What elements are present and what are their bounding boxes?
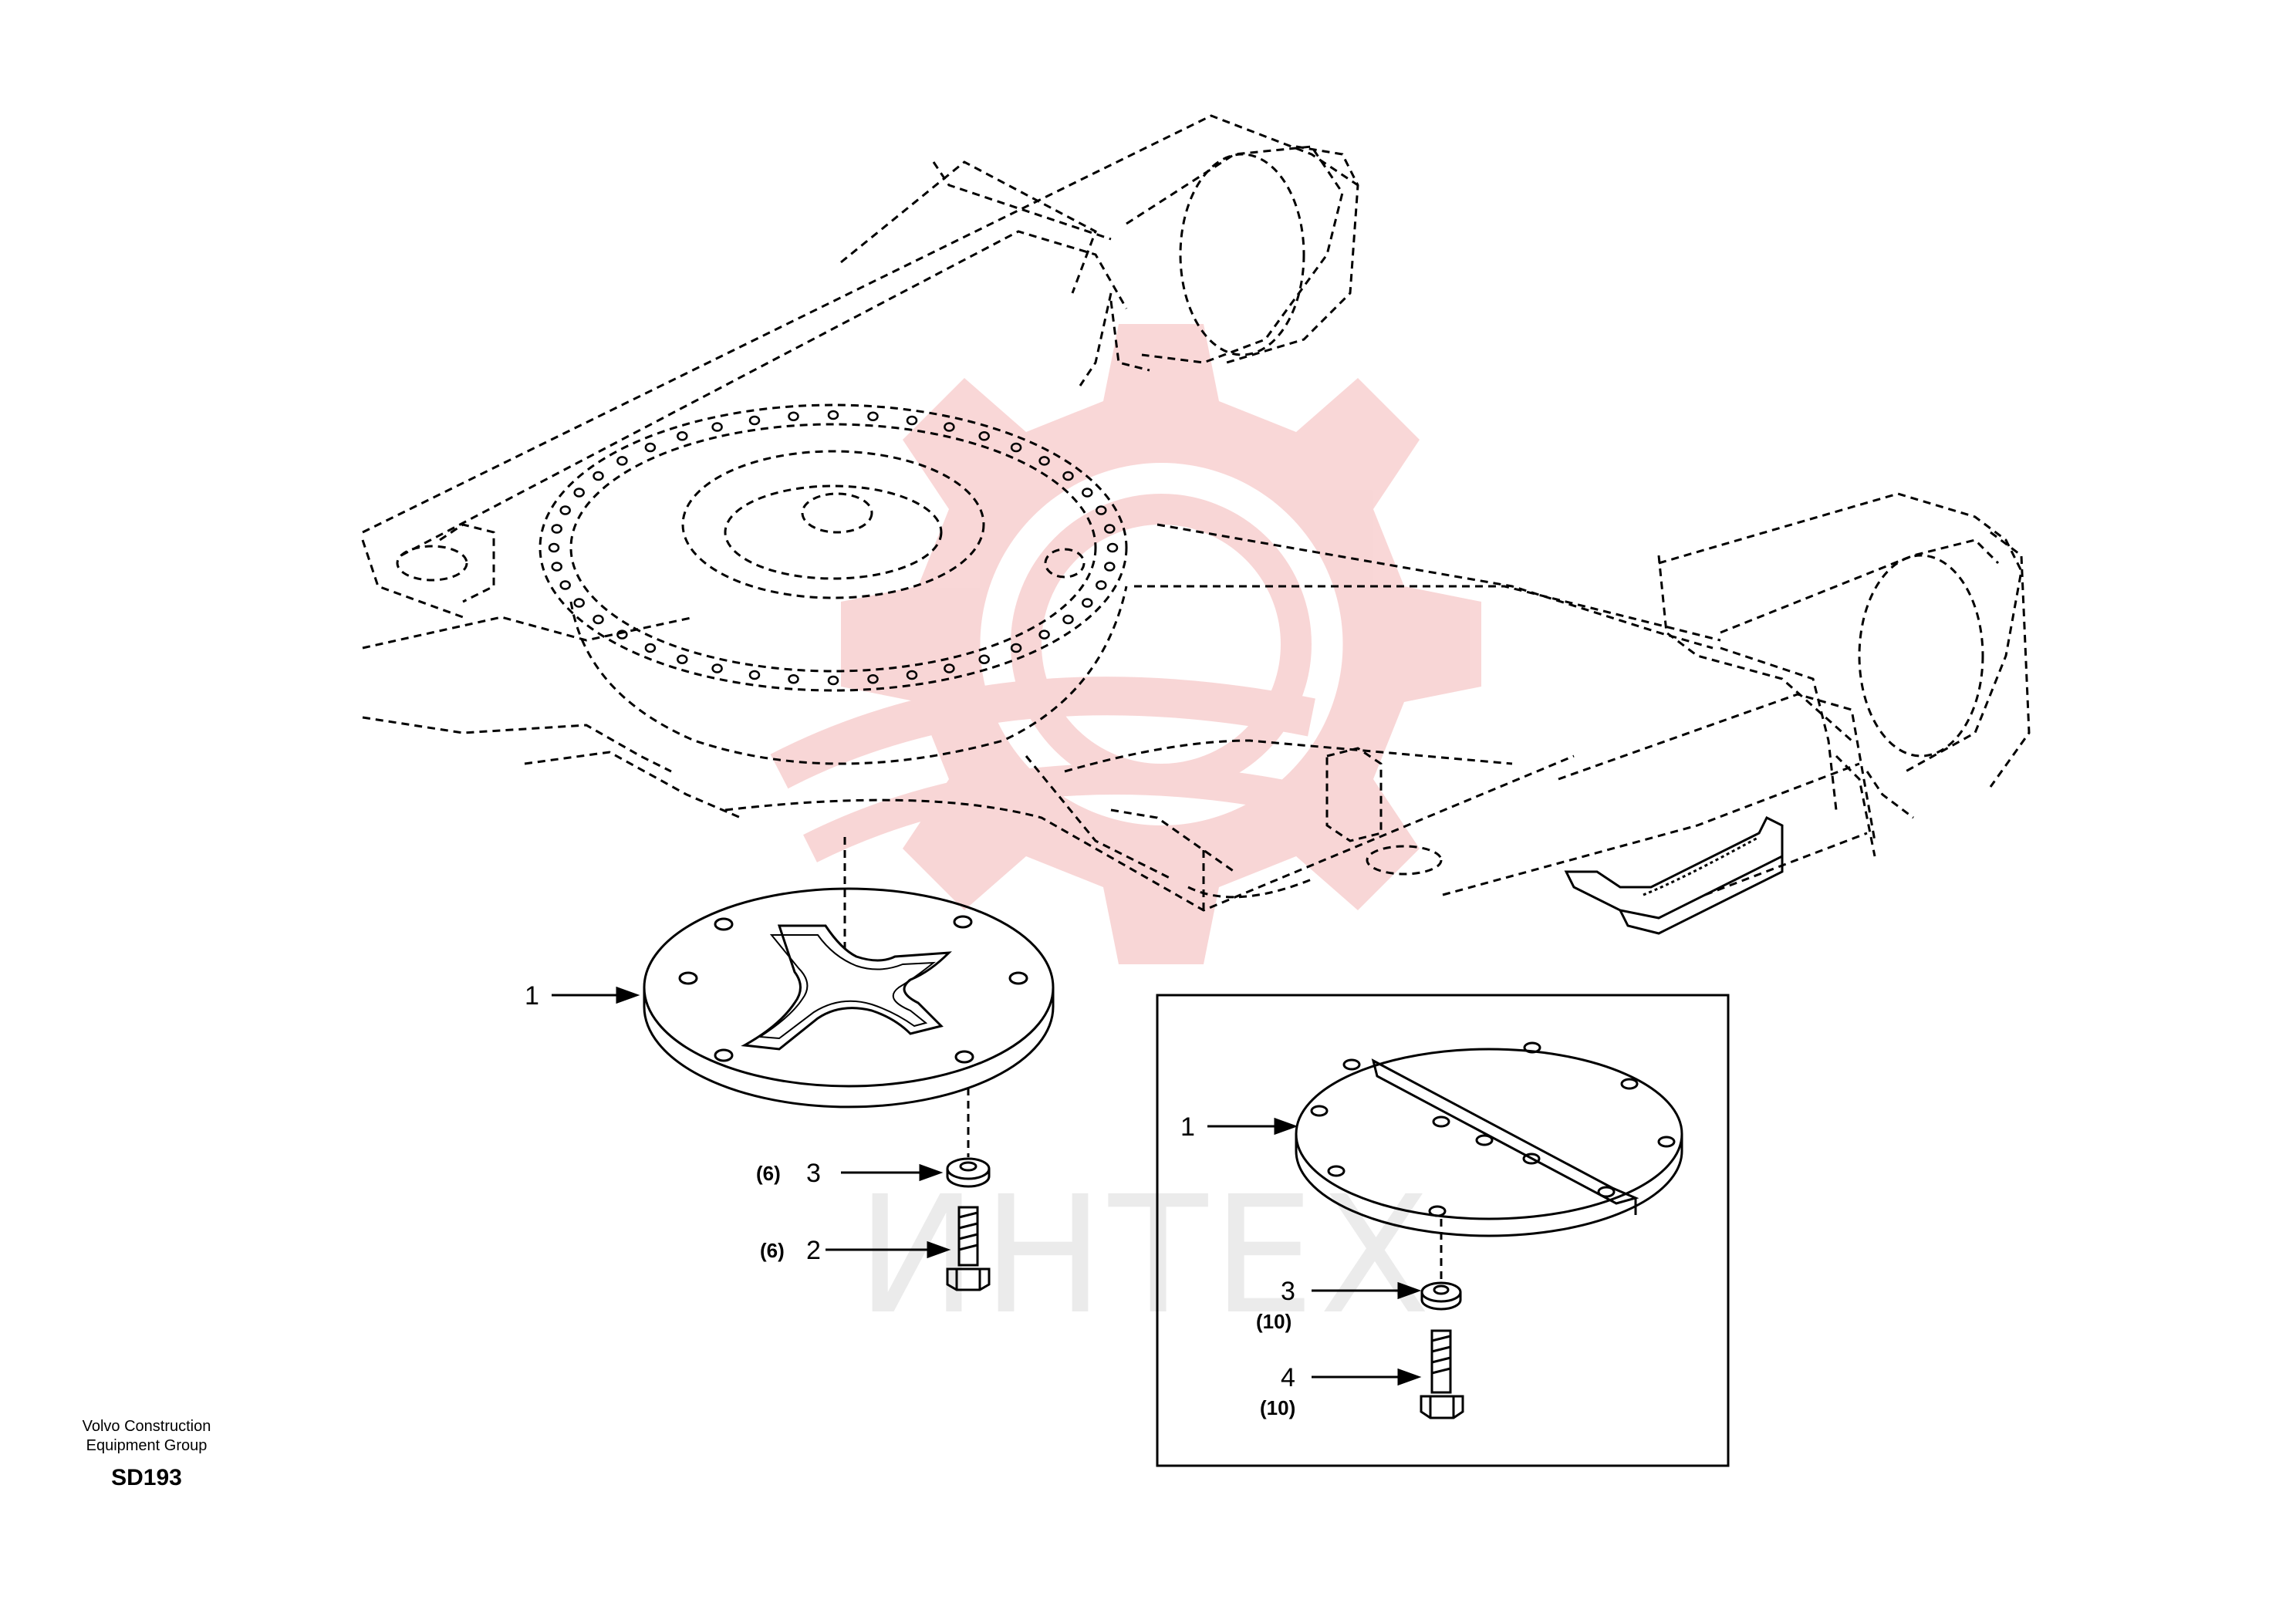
- inset-box: [1156, 994, 1730, 1467]
- callout-inset-bolt-qty: (10): [1260, 1396, 1295, 1419]
- ring-bolt-hole: [944, 422, 955, 432]
- callout-inset-plate: 1: [1180, 1112, 1195, 1142]
- ring-bolt-hole: [748, 415, 761, 426]
- ring-bolt-hole: [1010, 643, 1022, 653]
- watermark-gear-logo: [770, 324, 1481, 964]
- ring-bolt-hole: [1082, 488, 1093, 498]
- ring-bolt-hole: [711, 422, 723, 432]
- ring-bolt-hole: [788, 673, 799, 684]
- ring-bolt-hole: [616, 456, 628, 466]
- ring-bolt-hole: [1062, 471, 1074, 481]
- ring-bolt-hole: [978, 654, 990, 664]
- ring-bolt-hole: [548, 542, 560, 553]
- ring-bolt-hole: [593, 614, 604, 625]
- cross-cutout: [741, 924, 952, 1051]
- ring-bolt-hole: [906, 415, 918, 426]
- callout-arrows: [552, 986, 1422, 1386]
- ring-bolt-hole: [593, 471, 604, 481]
- watermark-text: ИНТЕХ: [856, 1161, 1435, 1350]
- washer-main: [946, 1157, 991, 1188]
- cover-plate-main: [643, 887, 1055, 1109]
- ring-bolt-hole: [1104, 562, 1116, 572]
- main-plate-assembly: [643, 837, 1055, 1291]
- ring-bolt-hole: [644, 442, 657, 453]
- ring-bolt-hole: [944, 663, 955, 673]
- callout-inset-washer-qty: (10): [1256, 1310, 1292, 1333]
- cover-plate-split: [1295, 1041, 1683, 1237]
- ring-bolt-hole: [978, 431, 990, 441]
- washer-inset: [1420, 1281, 1462, 1311]
- callout-main-bolt-qty: (6): [760, 1239, 785, 1262]
- ring-bolt-hole: [573, 598, 585, 608]
- ring-bolt-hole: [644, 643, 657, 653]
- ring-bolt-hole: [1038, 456, 1050, 466]
- footer-company-line1: Volvo Construction: [83, 1418, 211, 1435]
- ring-bolt-hole: [788, 411, 799, 422]
- footer-diagram-code: SD193: [111, 1465, 182, 1490]
- footer-company-line2: Equipment Group: [86, 1437, 208, 1454]
- step-bracket: [1564, 815, 1784, 935]
- ring-bolt-hole: [906, 670, 918, 680]
- plate-bolt-holes: [678, 915, 1028, 1064]
- ring-bolt-hole: [551, 562, 562, 572]
- ring-bolt-hole: [1082, 598, 1093, 608]
- ring-bolt-hole: [748, 670, 761, 680]
- ring-bolt-hole: [1062, 614, 1074, 625]
- callout-main-washer: 3: [806, 1159, 821, 1188]
- ring-bolt-hole: [677, 654, 688, 664]
- ring-bolt-hole: [1038, 629, 1050, 640]
- ring-bolt-hole: [867, 411, 879, 422]
- callout-inset-bolt: 4: [1281, 1363, 1295, 1392]
- turntable-bolt-holes: [548, 410, 1119, 686]
- callout-inset-washer: 3: [1281, 1277, 1295, 1306]
- ring-bolt-hole: [1096, 580, 1107, 590]
- bolt-main: [946, 1206, 991, 1291]
- ring-bolt-hole: [1106, 542, 1119, 553]
- ring-bolt-hole: [711, 663, 723, 673]
- frame-outline: [361, 114, 2031, 912]
- ring-bolt-hole: [616, 629, 628, 640]
- ring-bolt-hole: [559, 505, 571, 515]
- bolt-inset: [1420, 1329, 1464, 1419]
- ring-bolt-hole: [573, 488, 585, 498]
- ring-bolt-hole: [827, 410, 839, 420]
- callout-main-bolt: 2: [806, 1236, 821, 1265]
- ring-bolt-hole: [559, 580, 571, 590]
- callout-main-plate: 1: [525, 981, 539, 1011]
- split-plate-bolt-holes: [1310, 1041, 1676, 1217]
- ring-bolt-hole: [551, 524, 562, 534]
- ring-bolt-hole: [827, 675, 839, 686]
- ring-bolt-hole: [867, 673, 879, 684]
- ring-bolt-hole: [1096, 505, 1107, 515]
- callout-main-washer-qty: (6): [756, 1162, 781, 1185]
- watermark-gear-icon: [841, 324, 1481, 964]
- ring-bolt-hole: [1010, 442, 1022, 453]
- ring-bolt-hole: [1104, 524, 1116, 534]
- ring-bolt-hole: [677, 431, 688, 441]
